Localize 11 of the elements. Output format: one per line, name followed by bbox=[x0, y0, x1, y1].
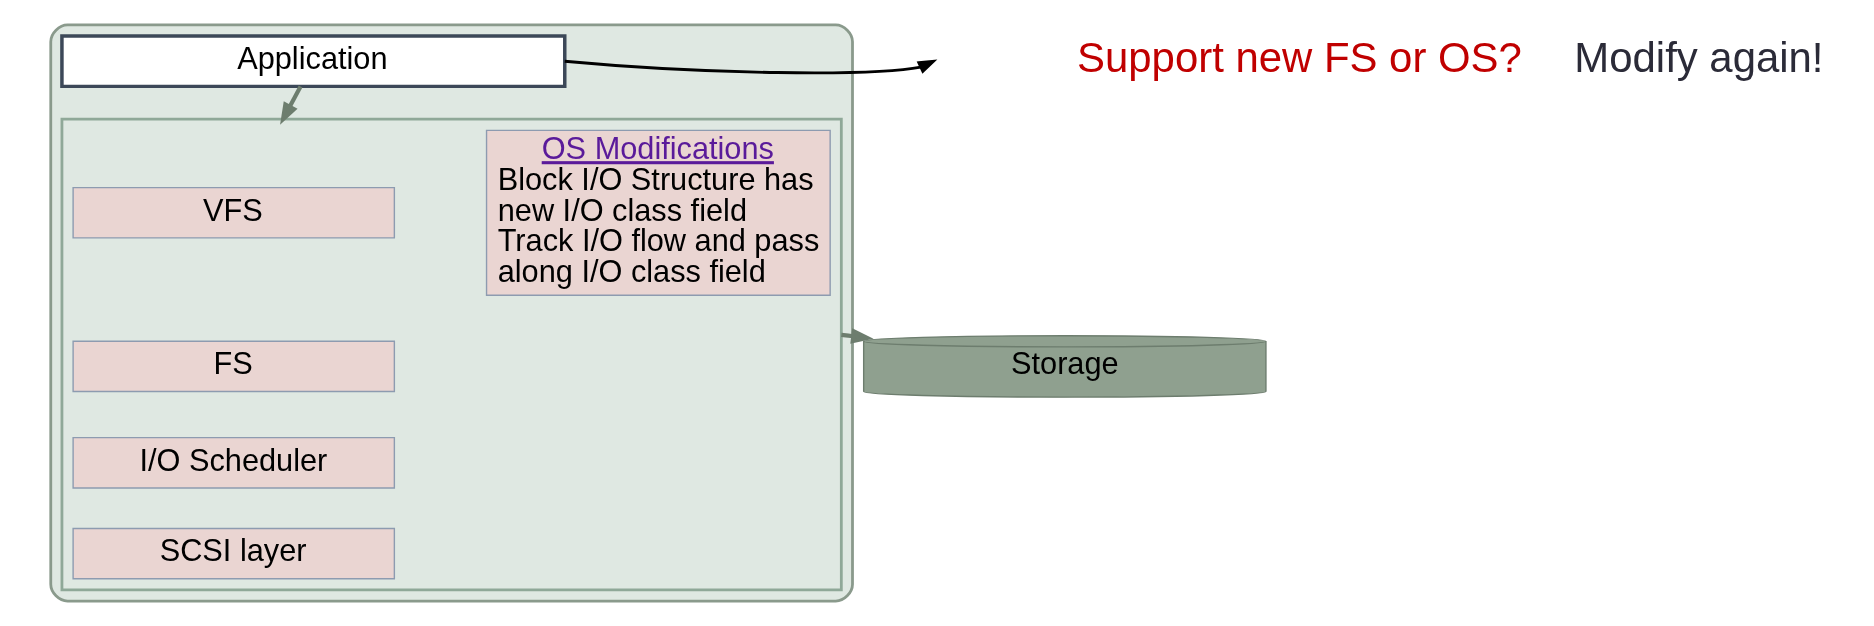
label: Support new FS or OS? bbox=[1077, 33, 1522, 81]
arrow bbox=[280, 85, 303, 125]
cluster bbox=[60, 117, 843, 592]
node-box: SCSI layer bbox=[72, 527, 396, 580]
label: Modify again! bbox=[1574, 33, 1824, 81]
node-box: I/O Scheduler bbox=[72, 436, 396, 489]
node-box: VFS bbox=[72, 186, 396, 239]
node-box: OS Modifications Block I/O Structure has new I/O class field Track I/O flow and pass along I/O class field bbox=[485, 129, 831, 296]
arrow bbox=[564, 59, 938, 75]
node-box: Application bbox=[60, 34, 567, 89]
node-box: FS bbox=[72, 340, 396, 393]
